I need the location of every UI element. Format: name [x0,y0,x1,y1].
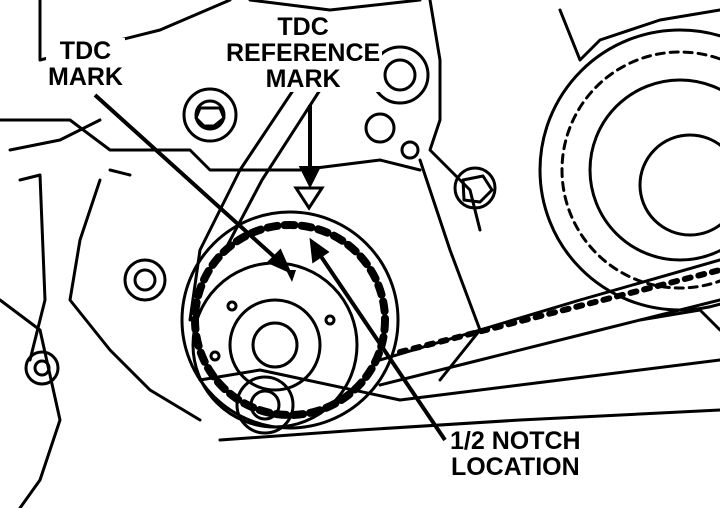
tdc-reference-triangle [293,186,325,211]
tdc-mark-label: TDC MARK [46,38,125,90]
tdc-reference-line-3: MARK [265,65,341,93]
tdc-reference-leader [298,105,322,189]
timing-belt [188,78,720,387]
tdc-reference-line-2: REFERENCE [226,39,381,67]
tdc-reference-mark-label: TDC REFERENCE MARK [224,13,383,93]
tdc-mark-dot [286,270,296,282]
tdc-reference-line-1: TDC [277,13,329,41]
upper-left-bolt [182,87,238,143]
tdc-mark-leader [93,93,292,274]
right-bolt [453,166,497,210]
mid-left-bolt [123,258,167,302]
half-notch-line-2: LOCATION [450,453,580,481]
half-notch-location-label: 1/2 NOTCH LOCATION [448,428,583,480]
small-holes [364,112,420,160]
tdc-mark-line-1: TDC [59,37,112,65]
left-bracket [8,118,132,362]
half-notch-leader [309,237,447,442]
tdc-mark-line-2: MARK [48,63,123,91]
left-lower-bolt [24,350,60,386]
belt-tensioner-arm [198,308,720,442]
half-notch-line-1: 1/2 NOTCH [450,427,581,455]
